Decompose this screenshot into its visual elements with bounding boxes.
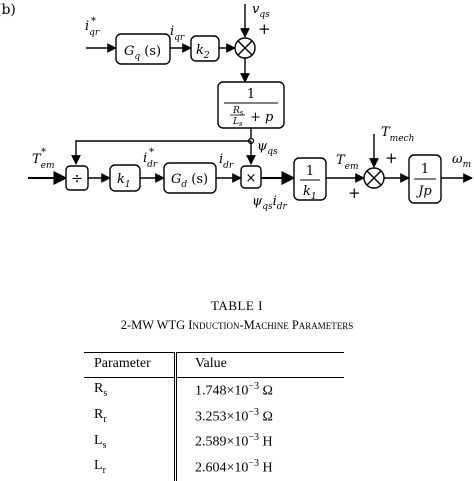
svg-text:1: 1 bbox=[247, 87, 255, 102]
header-value: Value bbox=[175, 352, 344, 378]
tmech-label: Tmech bbox=[381, 125, 414, 144]
block-diagram: (b) iqr * Gq (s) iqr k2 vqs + 1 Rs Ls + … bbox=[0, 2, 473, 212]
table-row: Lr 2.604×10−3 H bbox=[84, 454, 344, 481]
gd-label: Gd (s) bbox=[171, 172, 208, 190]
inv-k1-block bbox=[293, 157, 327, 201]
param-name: Ls bbox=[84, 429, 177, 455]
psi-qs-label: ψqs bbox=[257, 139, 278, 157]
table-row: Ls 2.589×10−3 H bbox=[84, 429, 344, 455]
svg-text:ψqs: ψqs bbox=[257, 139, 278, 157]
svg-text:Tem: Tem bbox=[336, 153, 359, 172]
gq-block bbox=[115, 33, 171, 65]
table-title: 2-MW WTG Induction-Machine Parameters bbox=[0, 318, 474, 333]
divider-label: ÷ bbox=[71, 171, 83, 187]
gq-label: Gq (s) bbox=[124, 44, 161, 62]
sum-junction-top bbox=[234, 37, 256, 59]
table-title-lead: 2-MW WTG bbox=[120, 318, 189, 332]
inv-jp-label: 1 Jp bbox=[414, 162, 436, 199]
iqr-label: iqr bbox=[170, 24, 185, 43]
svg-text:Rs: Rs bbox=[232, 106, 244, 117]
table-row: Rs 1.748×10−3 Ω bbox=[84, 377, 344, 404]
idr-label: idr bbox=[219, 152, 234, 171]
svg-text:vqs: vqs bbox=[252, 2, 270, 20]
vqs-label: vqs bbox=[252, 2, 270, 20]
plus-sign-vqs: + bbox=[258, 20, 271, 38]
svg-text:*: * bbox=[91, 16, 96, 27]
svg-text:ψqsidr: ψqsidr bbox=[252, 194, 288, 212]
iqr-ref-label: iqr * bbox=[85, 16, 100, 38]
psi-idr-label: ψqsidr bbox=[252, 194, 288, 212]
tem-ref-label: Tem * bbox=[32, 147, 55, 171]
sum-junction-bottom bbox=[363, 167, 385, 189]
parameter-table: Parameter Value Rs 1.748×10−3 Ω Rr 3.253×10… bbox=[84, 352, 344, 481]
panel-label: (b) bbox=[0, 2, 16, 18]
svg-text:Tmech: Tmech bbox=[381, 125, 414, 144]
table-number: TABLE I bbox=[211, 298, 263, 313]
svg-text:*: * bbox=[41, 147, 46, 158]
table-header-row: Parameter Value bbox=[84, 352, 344, 378]
param-value: 1.748×10−3 Ω bbox=[195, 381, 273, 399]
table-body: Rs 1.748×10−3 Ω Rr 3.253×10−3 Ω Ls 2.589×10−3… bbox=[84, 377, 344, 481]
svg-text:Gq (s): Gq (s) bbox=[124, 44, 161, 62]
svg-text:iqr: iqr bbox=[170, 24, 185, 43]
svg-text:1: 1 bbox=[306, 164, 314, 179]
param-value: 2.604×10−3 H bbox=[195, 457, 273, 476]
svg-text:Gd (s): Gd (s) bbox=[171, 172, 208, 190]
svg-text:Jp: Jp bbox=[415, 184, 432, 199]
svg-text:*: * bbox=[149, 147, 154, 158]
svg-text:idr: idr bbox=[219, 152, 234, 171]
plus-sign-tmech: + bbox=[385, 149, 398, 167]
param-value: 2.589×10−3 H bbox=[195, 432, 273, 450]
plus-sign-tem: + bbox=[348, 184, 361, 202]
tem-label: Tem bbox=[336, 153, 359, 172]
param-name: Rs bbox=[84, 377, 177, 404]
param-name: Rr bbox=[84, 403, 177, 430]
table-title-smallcaps: Induction-Machine Parameters bbox=[188, 318, 354, 332]
svg-text:+ p: + p bbox=[250, 110, 274, 125]
svg-text:1: 1 bbox=[421, 162, 429, 177]
svg-text:ωm: ωm bbox=[452, 152, 471, 170]
table-row: Rr 3.253×10−3 Ω bbox=[84, 403, 344, 430]
multiplier-label: × bbox=[246, 171, 257, 186]
param-name: Lr bbox=[84, 454, 177, 481]
omega-label: ωm bbox=[452, 152, 471, 170]
psi-feedback-divider bbox=[71, 140, 251, 165]
param-value: 3.253×10−3 Ω bbox=[195, 406, 273, 425]
svg-text:Ls: Ls bbox=[232, 117, 243, 128]
idr-ref-label: idr * bbox=[143, 147, 158, 170]
stator-flux-label: 1 Rs Ls + p bbox=[224, 87, 278, 128]
header-parameter: Parameter bbox=[84, 352, 177, 378]
